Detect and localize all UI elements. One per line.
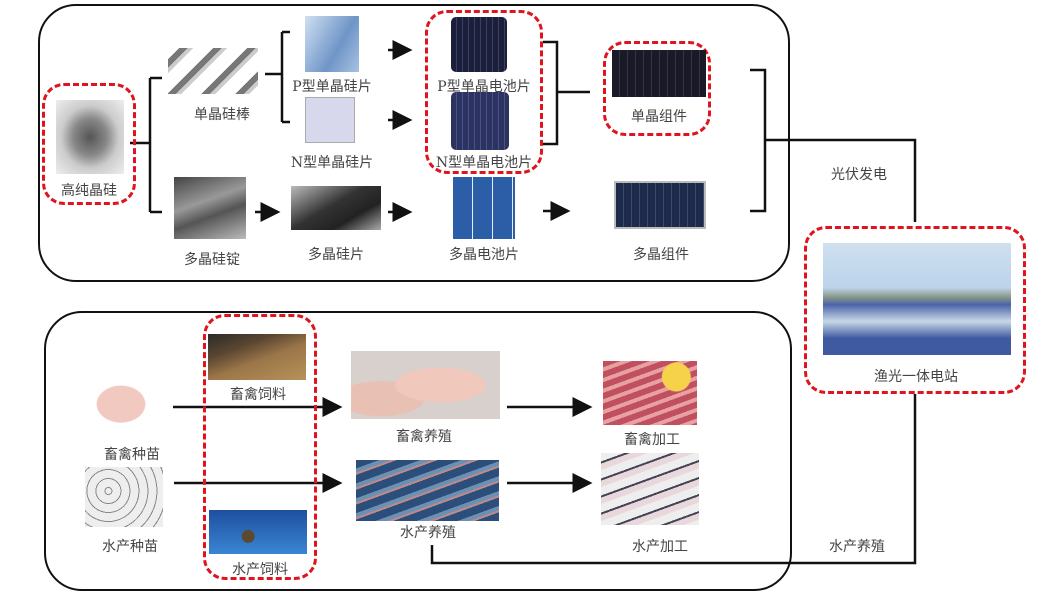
pv-industry-panel bbox=[38, 4, 790, 282]
label-aquaculture-link: 水产养殖 bbox=[829, 539, 885, 555]
label-mono-ingot: 单晶硅棒 bbox=[194, 107, 250, 123]
label-p-wafer: P型单晶硅片 bbox=[292, 79, 372, 95]
label-n-wafer: N型单晶硅片 bbox=[290, 155, 374, 171]
p-wafer-image bbox=[305, 16, 359, 72]
fishery-pv-station-image bbox=[823, 243, 1011, 355]
n-cell-image bbox=[451, 92, 509, 150]
label-mono-module: 单晶组件 bbox=[631, 109, 687, 125]
label-livestock-processing: 畜禽加工 bbox=[624, 432, 680, 448]
label-n-cell: N型单晶电池片 bbox=[435, 155, 533, 171]
high-purity-silicon-image bbox=[56, 100, 124, 174]
label-aqua-feed: 水产饲料 bbox=[232, 562, 288, 578]
aqua-processing-image bbox=[601, 453, 699, 525]
label-aqua-farming: 水产养殖 bbox=[400, 525, 456, 541]
poly-cell-image bbox=[453, 177, 515, 239]
label-livestock-farming: 畜禽养殖 bbox=[396, 429, 452, 445]
highlight-high-purity-silicon bbox=[42, 83, 136, 205]
poly-ingot-image bbox=[174, 177, 246, 239]
bracket-silicon bbox=[130, 76, 162, 214]
aqua-feed-image bbox=[209, 510, 307, 554]
p-cell-image bbox=[451, 17, 507, 72]
label-aqua-processing: 水产加工 bbox=[632, 539, 688, 555]
highlight-mono-module bbox=[603, 41, 711, 136]
highlight-feed bbox=[203, 314, 317, 580]
livestock-farming-image bbox=[351, 351, 500, 419]
label-poly-ingot: 多晶硅锭 bbox=[184, 252, 240, 268]
label-p-cell: P型单晶电池片 bbox=[437, 79, 531, 95]
line-station-aqua bbox=[430, 392, 917, 565]
agri-industry-panel bbox=[44, 311, 792, 591]
bracket-cells bbox=[543, 40, 590, 146]
label-poly-wafer: 多晶硅片 bbox=[308, 247, 364, 263]
label-livestock-seedling: 畜禽种苗 bbox=[104, 447, 160, 463]
highlight-mono-cells bbox=[425, 10, 543, 174]
label-poly-module: 多晶组件 bbox=[633, 247, 689, 263]
label-poly-cell: 多晶电池片 bbox=[449, 247, 519, 263]
mono-module-image bbox=[612, 50, 706, 97]
label-livestock-feed: 畜禽饲料 bbox=[230, 387, 286, 403]
poly-module-image bbox=[614, 181, 706, 229]
livestock-seedling-image bbox=[93, 378, 163, 436]
n-wafer-image bbox=[305, 97, 355, 143]
label-aqua-seedling: 水产种苗 bbox=[102, 539, 158, 555]
livestock-processing-image bbox=[603, 361, 697, 425]
livestock-feed-image bbox=[208, 334, 306, 380]
label-fishery-pv-station: 渔光一体电站 bbox=[874, 369, 958, 385]
bracket-modules bbox=[750, 68, 917, 222]
label-pv-power: 光伏发电 bbox=[831, 167, 887, 183]
aqua-seedling-image bbox=[85, 467, 163, 527]
mono-ingot-image bbox=[168, 48, 258, 94]
poly-wafer-image bbox=[291, 186, 381, 230]
bracket-ingot bbox=[265, 30, 290, 124]
aqua-farming-image bbox=[356, 460, 499, 521]
label-high-purity-silicon: 高纯晶硅 bbox=[61, 183, 117, 199]
